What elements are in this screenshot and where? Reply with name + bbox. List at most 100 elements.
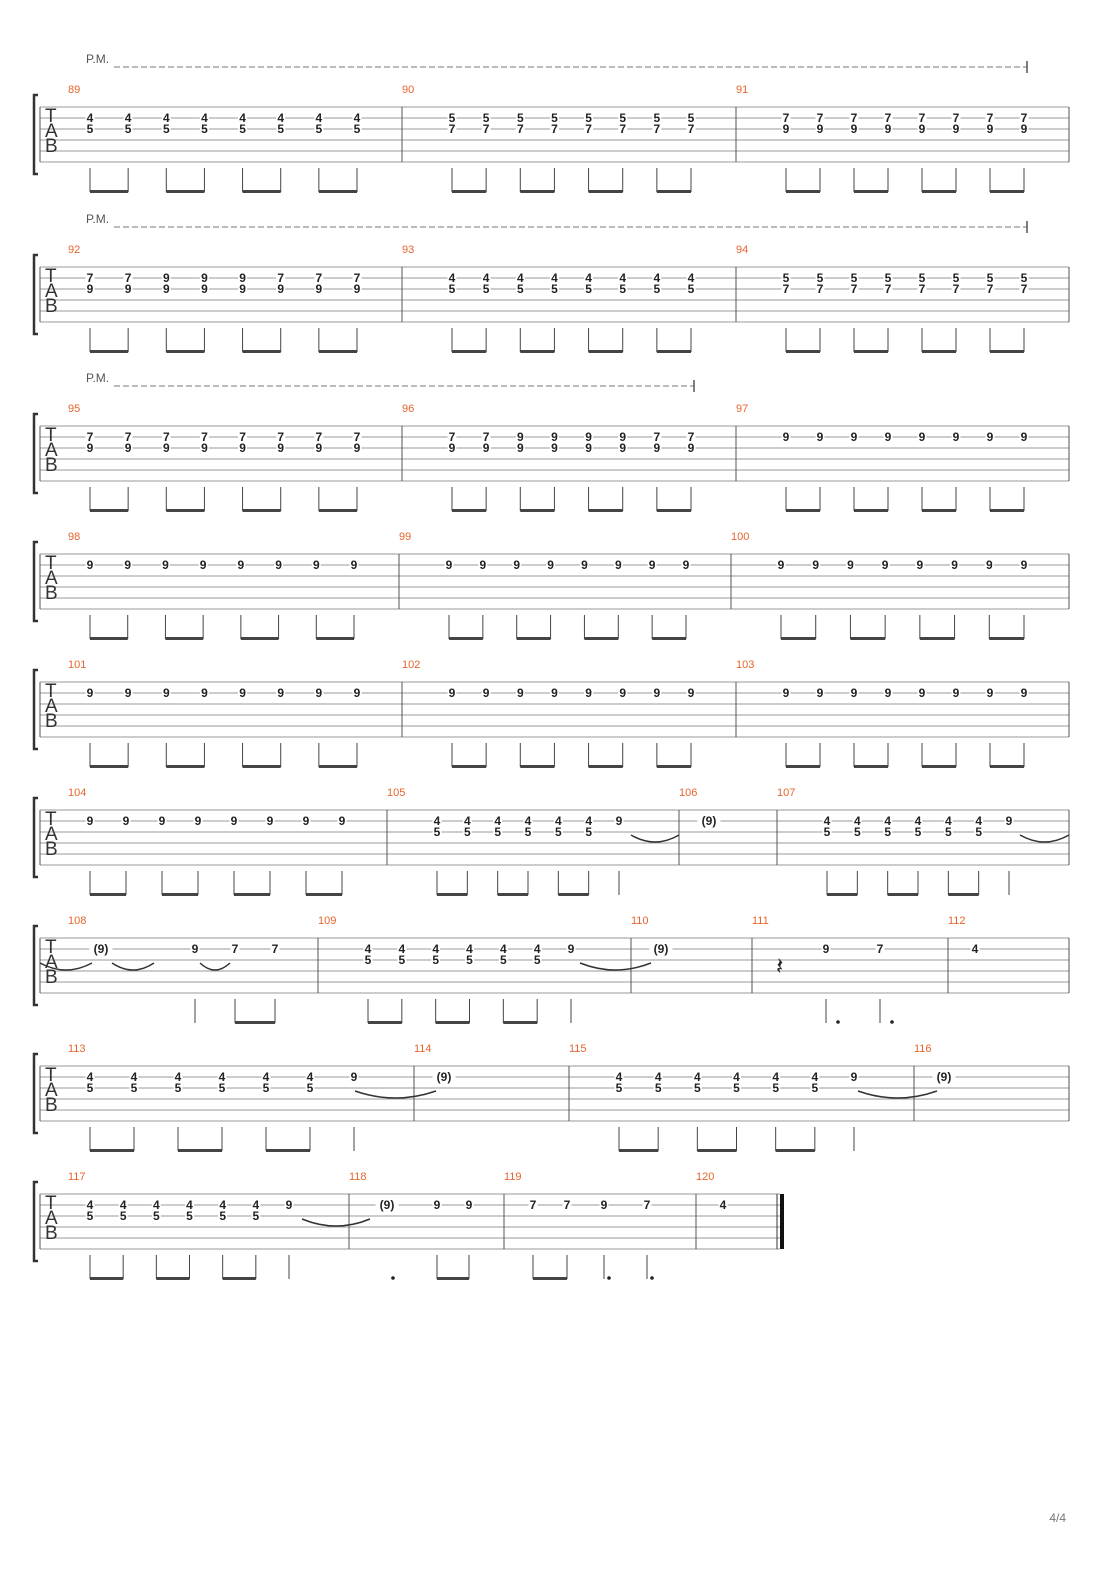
fret-bg [352, 431, 362, 443]
fret-number: 4 [87, 1198, 94, 1212]
fret-number: 7 [87, 430, 94, 444]
dot [391, 1276, 395, 1280]
fret-number: 7 [585, 122, 592, 136]
fret-bg [776, 559, 786, 571]
fret-bg [652, 442, 662, 454]
fret-bg [549, 431, 559, 443]
fret-bg [261, 1082, 271, 1094]
fret-bg [123, 112, 133, 124]
fret-number: 4 [449, 271, 456, 285]
beam [222, 1277, 256, 1280]
fret-number: 9 [951, 558, 958, 572]
fret-number: 9 [201, 271, 208, 285]
fret-number: 4 [694, 1070, 701, 1084]
beam [318, 350, 357, 353]
fret-number: 7 [919, 282, 926, 296]
fret-bg [653, 1071, 663, 1083]
fret-number: 5 [534, 953, 541, 967]
fret-bg [276, 431, 286, 443]
fret-number: 9 [192, 942, 199, 956]
fret-number: 7 [483, 430, 490, 444]
fret-bg [160, 559, 170, 571]
fret-bg [481, 123, 491, 135]
fret-bg [849, 283, 859, 295]
fret-number: 7 [201, 430, 208, 444]
fret-number: 4 [354, 111, 361, 125]
fret-number: (9) [380, 1198, 395, 1212]
measure-number: 112 [948, 915, 966, 927]
fret-bg [352, 272, 362, 284]
fret-bg [849, 687, 859, 699]
measure-number: 117 [68, 1171, 86, 1183]
fret-number: 9 [239, 686, 246, 700]
beam [827, 893, 858, 896]
fret-number: 5 [851, 271, 858, 285]
beam [854, 190, 888, 193]
fret-bg [549, 112, 559, 124]
system-bracket [32, 1052, 38, 1135]
fret-bg [498, 943, 508, 955]
fret-number: 5 [517, 111, 524, 125]
beam [854, 350, 888, 353]
fret-bg [614, 815, 624, 827]
fret-number: 4 [551, 271, 558, 285]
fret-number: 5 [163, 122, 170, 136]
fret-bg [129, 1082, 139, 1094]
fret-number: 4 [175, 1070, 182, 1084]
fret-bg [349, 559, 359, 571]
fret-bg [932, 1071, 956, 1083]
fret-bg [951, 112, 961, 124]
fret-bg [614, 1071, 624, 1083]
tab-clef-letter: A [45, 952, 58, 973]
fret-bg [883, 826, 893, 838]
fret-number: 5 [239, 122, 246, 136]
fret-number: 5 [817, 271, 824, 285]
fret-number: 7 [953, 111, 960, 125]
fret-number: 9 [163, 441, 170, 455]
fret-bg [951, 283, 961, 295]
fret-bg [447, 687, 457, 699]
fret-number: 5 [915, 825, 922, 839]
fret-bg [951, 272, 961, 284]
fret-bg [951, 687, 961, 699]
fret-bg [305, 1071, 315, 1083]
fret-number: 9 [654, 686, 661, 700]
fret-number: 9 [882, 558, 889, 572]
fret-bg [161, 687, 171, 699]
beam [588, 350, 623, 353]
fret-bg [821, 943, 831, 955]
fret-number: 7 [885, 111, 892, 125]
fret-bg [85, 283, 95, 295]
tie-slur [354, 1090, 437, 1099]
fret-number: 4 [239, 111, 246, 125]
fret-bg [1019, 112, 1029, 124]
fret-bg [917, 272, 927, 284]
fret-number: 5 [585, 825, 592, 839]
fret-number: 9 [817, 686, 824, 700]
measure-number: 106 [679, 787, 697, 799]
fret-bg [199, 442, 209, 454]
fret-number: 7 [688, 122, 695, 136]
fret-bg [481, 687, 491, 699]
fret-number: 7 [354, 271, 361, 285]
fret-number: 7 [654, 122, 661, 136]
fret-bg [85, 431, 95, 443]
fret-number: 9 [987, 686, 994, 700]
fret-number: 5 [483, 111, 490, 125]
fret-number: 9 [87, 814, 94, 828]
fret-number: 5 [398, 953, 405, 967]
fret-number: 7 [483, 122, 490, 136]
fret-bg [85, 442, 95, 454]
fret-bg [314, 283, 324, 295]
fret-bg [915, 559, 925, 571]
fret-bg [85, 272, 95, 284]
fret-bg [284, 1199, 294, 1211]
fret-bg [681, 559, 691, 571]
measure-number: 99 [399, 531, 411, 543]
beam [234, 893, 270, 896]
fret-number: 5 [175, 1081, 182, 1095]
beam [452, 509, 487, 512]
fret-number: 9 [851, 686, 858, 700]
fret-number: 9 [917, 558, 924, 572]
